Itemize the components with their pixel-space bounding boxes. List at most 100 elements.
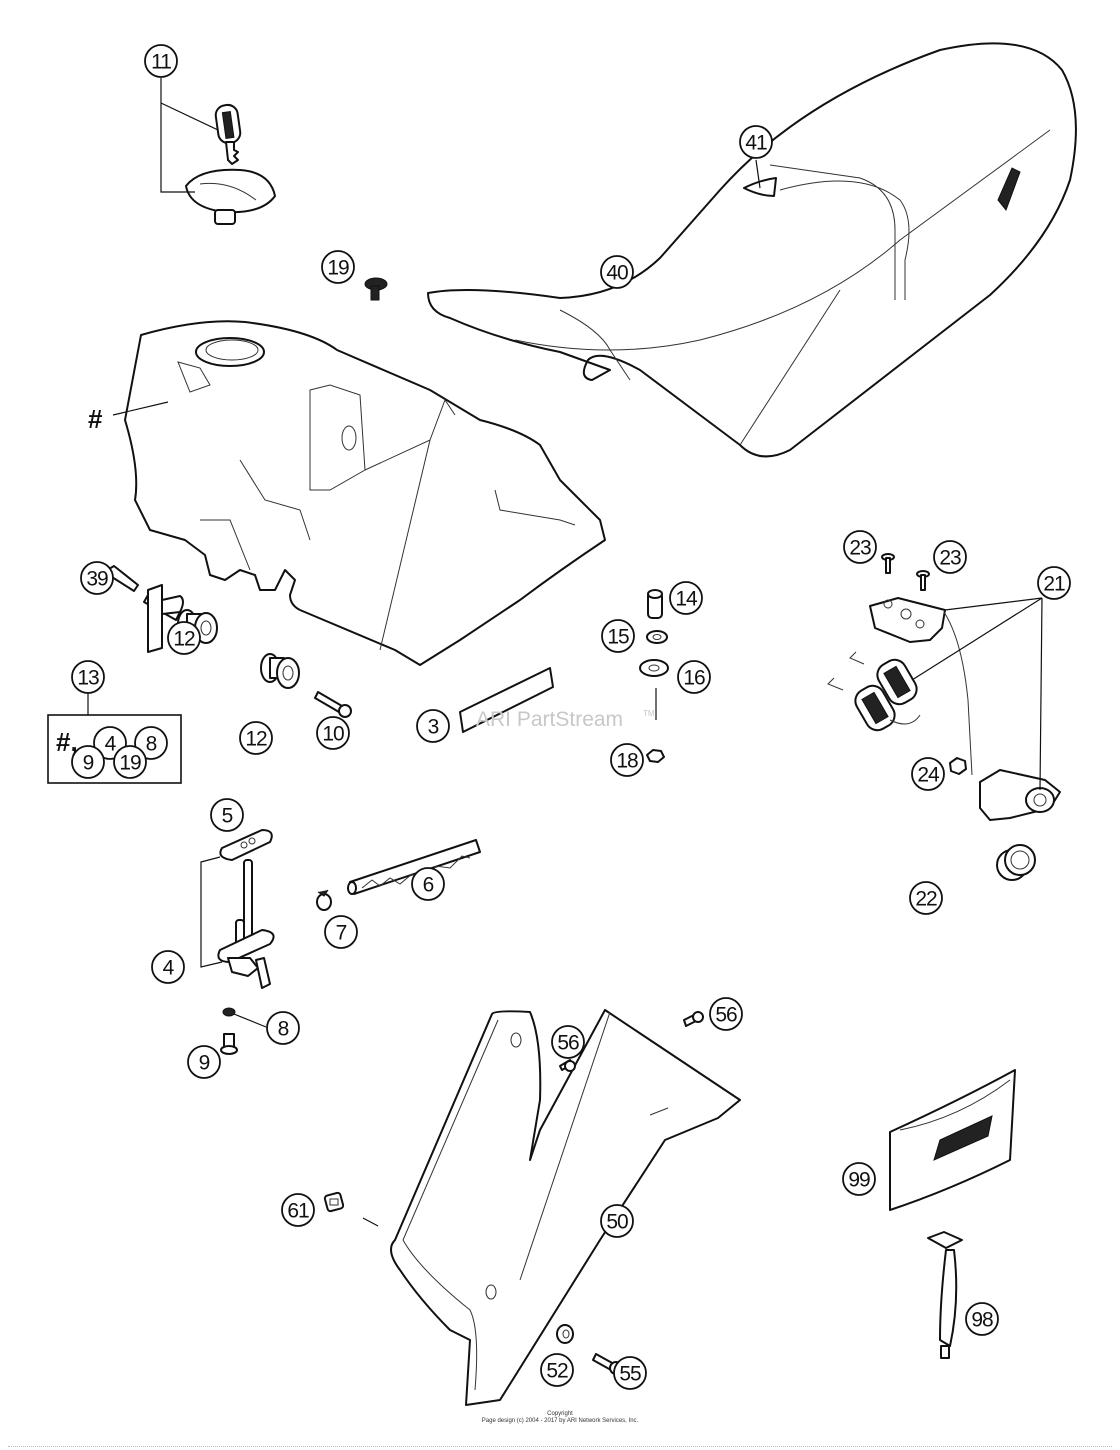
part-4-fuel-tap[interactable] <box>217 859 275 989</box>
part-56-screw-b[interactable] <box>683 1011 704 1027</box>
kit-item-8[interactable]: 8 <box>134 726 168 760</box>
washer-icon <box>646 630 668 644</box>
part-10-screw[interactable] <box>314 691 352 718</box>
key-blade-icon <box>225 141 239 165</box>
callout-number: 8 <box>146 733 157 756</box>
kit-item-19[interactable]: 19 <box>113 745 147 779</box>
tank-bracket <box>147 584 184 653</box>
callout-12[interactable]: 12 <box>167 621 201 655</box>
leader-line-21 <box>911 597 1043 791</box>
part-52-grommet[interactable] <box>556 1324 574 1344</box>
fuel-tap-tube-icon <box>243 859 253 941</box>
part-3-pad[interactable] <box>459 667 554 733</box>
part-19-screw[interactable] <box>364 277 388 301</box>
callout-number: 6 <box>423 874 434 897</box>
part-40-seat[interactable] <box>427 42 1077 458</box>
part-12-bushing-b[interactable] <box>260 653 300 689</box>
callout-50[interactable]: 50 <box>600 1204 634 1238</box>
callout-10[interactable]: 10 <box>316 716 350 750</box>
leader-line-hash <box>112 401 169 416</box>
copyright-label: Copyright <box>547 1411 573 1417</box>
callout-circle <box>540 1353 574 1387</box>
callout-3[interactable]: 3 <box>416 709 450 743</box>
decal-logo-mark <box>933 1115 993 1161</box>
callout-5[interactable]: 5 <box>210 798 244 832</box>
part-11-key-and-cap[interactable] <box>185 103 276 225</box>
callout-8[interactable]: 8 <box>266 1011 300 1045</box>
callout-18[interactable]: 18 <box>610 743 644 777</box>
callout-number: 52 <box>546 1360 568 1383</box>
callout-99[interactable]: 99 <box>842 1162 876 1196</box>
callout-7[interactable]: 7 <box>324 915 358 949</box>
part-23-screw-b[interactable] <box>916 570 930 591</box>
part-98-tool[interactable] <box>927 1231 963 1359</box>
part-21-lock-set[interactable] <box>827 597 1061 821</box>
callout-number: 11 <box>151 51 171 74</box>
part-24-nut[interactable] <box>949 757 967 775</box>
filler-cap-icon <box>185 168 276 214</box>
callout-circle <box>210 798 244 832</box>
part-hash-fuel-tank[interactable] <box>124 320 606 666</box>
part-6-fuel-hose[interactable] <box>347 839 481 895</box>
part-56-screw-a[interactable] <box>559 1059 576 1072</box>
callout-14[interactable]: 14 <box>669 581 703 615</box>
seat-outline <box>427 42 1077 458</box>
callout-22[interactable]: 22 <box>909 881 943 915</box>
strainer-plate-icon <box>219 829 273 861</box>
callout-23[interactable]: 23 <box>843 530 877 564</box>
callout-number: 41 <box>745 132 767 155</box>
screw-shank <box>370 285 380 301</box>
callout-number: 55 <box>619 1363 641 1386</box>
callout-40[interactable]: 40 <box>600 255 634 289</box>
callout-12[interactable]: 12 <box>239 721 273 755</box>
part-8-seal-ring[interactable] <box>222 1007 236 1017</box>
spoiler-outline <box>390 1009 741 1406</box>
callout-41[interactable]: 41 <box>739 125 773 159</box>
callout-15[interactable]: 15 <box>601 619 635 653</box>
callout-56[interactable]: 56 <box>709 997 743 1031</box>
part-9-screw[interactable] <box>220 1033 238 1055</box>
callout-number: 23 <box>939 547 961 570</box>
callout-39[interactable]: 39 <box>80 561 114 595</box>
hash-label: # <box>88 404 103 434</box>
callout-4[interactable]: 4 <box>151 950 185 984</box>
part-7-hose-clamp[interactable] <box>316 889 332 911</box>
part-16-washer[interactable] <box>639 659 669 677</box>
callout-number: 21 <box>1043 573 1065 596</box>
callout-circle <box>610 743 644 777</box>
nut-icon <box>949 757 967 775</box>
filler-cap-stem <box>214 209 236 225</box>
part-61-spring-nut[interactable] <box>323 1191 345 1213</box>
part-18-nut[interactable] <box>646 749 665 763</box>
callout-11[interactable]: 11 <box>144 44 178 78</box>
callout-56[interactable]: 56 <box>551 1025 585 1059</box>
part-50-spoiler[interactable] <box>390 1009 741 1406</box>
callout-55[interactable]: 55 <box>613 1356 647 1390</box>
callout-23[interactable]: 23 <box>933 540 967 574</box>
callout-circle <box>677 660 711 694</box>
callout-circle <box>239 721 273 755</box>
callout-52[interactable]: 52 <box>540 1353 574 1387</box>
callout-6[interactable]: 6 <box>411 867 445 901</box>
part-99-decal[interactable] <box>889 1069 1016 1211</box>
part-23-screw-a[interactable] <box>881 553 895 574</box>
part-15-washer[interactable] <box>646 630 668 644</box>
part-14-bolt[interactable] <box>647 589 663 619</box>
kit-item-9[interactable]: 9 <box>71 745 105 779</box>
callout-13[interactable]: 13 <box>71 660 105 694</box>
callout-16[interactable]: 16 <box>677 660 711 694</box>
callout-61[interactable]: 61 <box>281 1193 315 1227</box>
leader-line-41 <box>755 159 761 189</box>
part-22-cap[interactable] <box>996 844 1036 881</box>
tool-handle-icon <box>927 1231 963 1249</box>
part-5-strainer-plate[interactable] <box>219 829 273 861</box>
callout-circle <box>709 997 743 1031</box>
callout-98[interactable]: 98 <box>965 1302 999 1336</box>
callout-19[interactable]: 19 <box>321 250 355 284</box>
callout-24[interactable]: 24 <box>911 757 945 791</box>
callout-circle <box>266 1011 300 1045</box>
callout-circle <box>416 709 450 743</box>
callout-21[interactable]: 21 <box>1037 566 1071 600</box>
fuel-tap-lever-icon <box>255 957 271 989</box>
callout-9[interactable]: 9 <box>187 1045 221 1079</box>
